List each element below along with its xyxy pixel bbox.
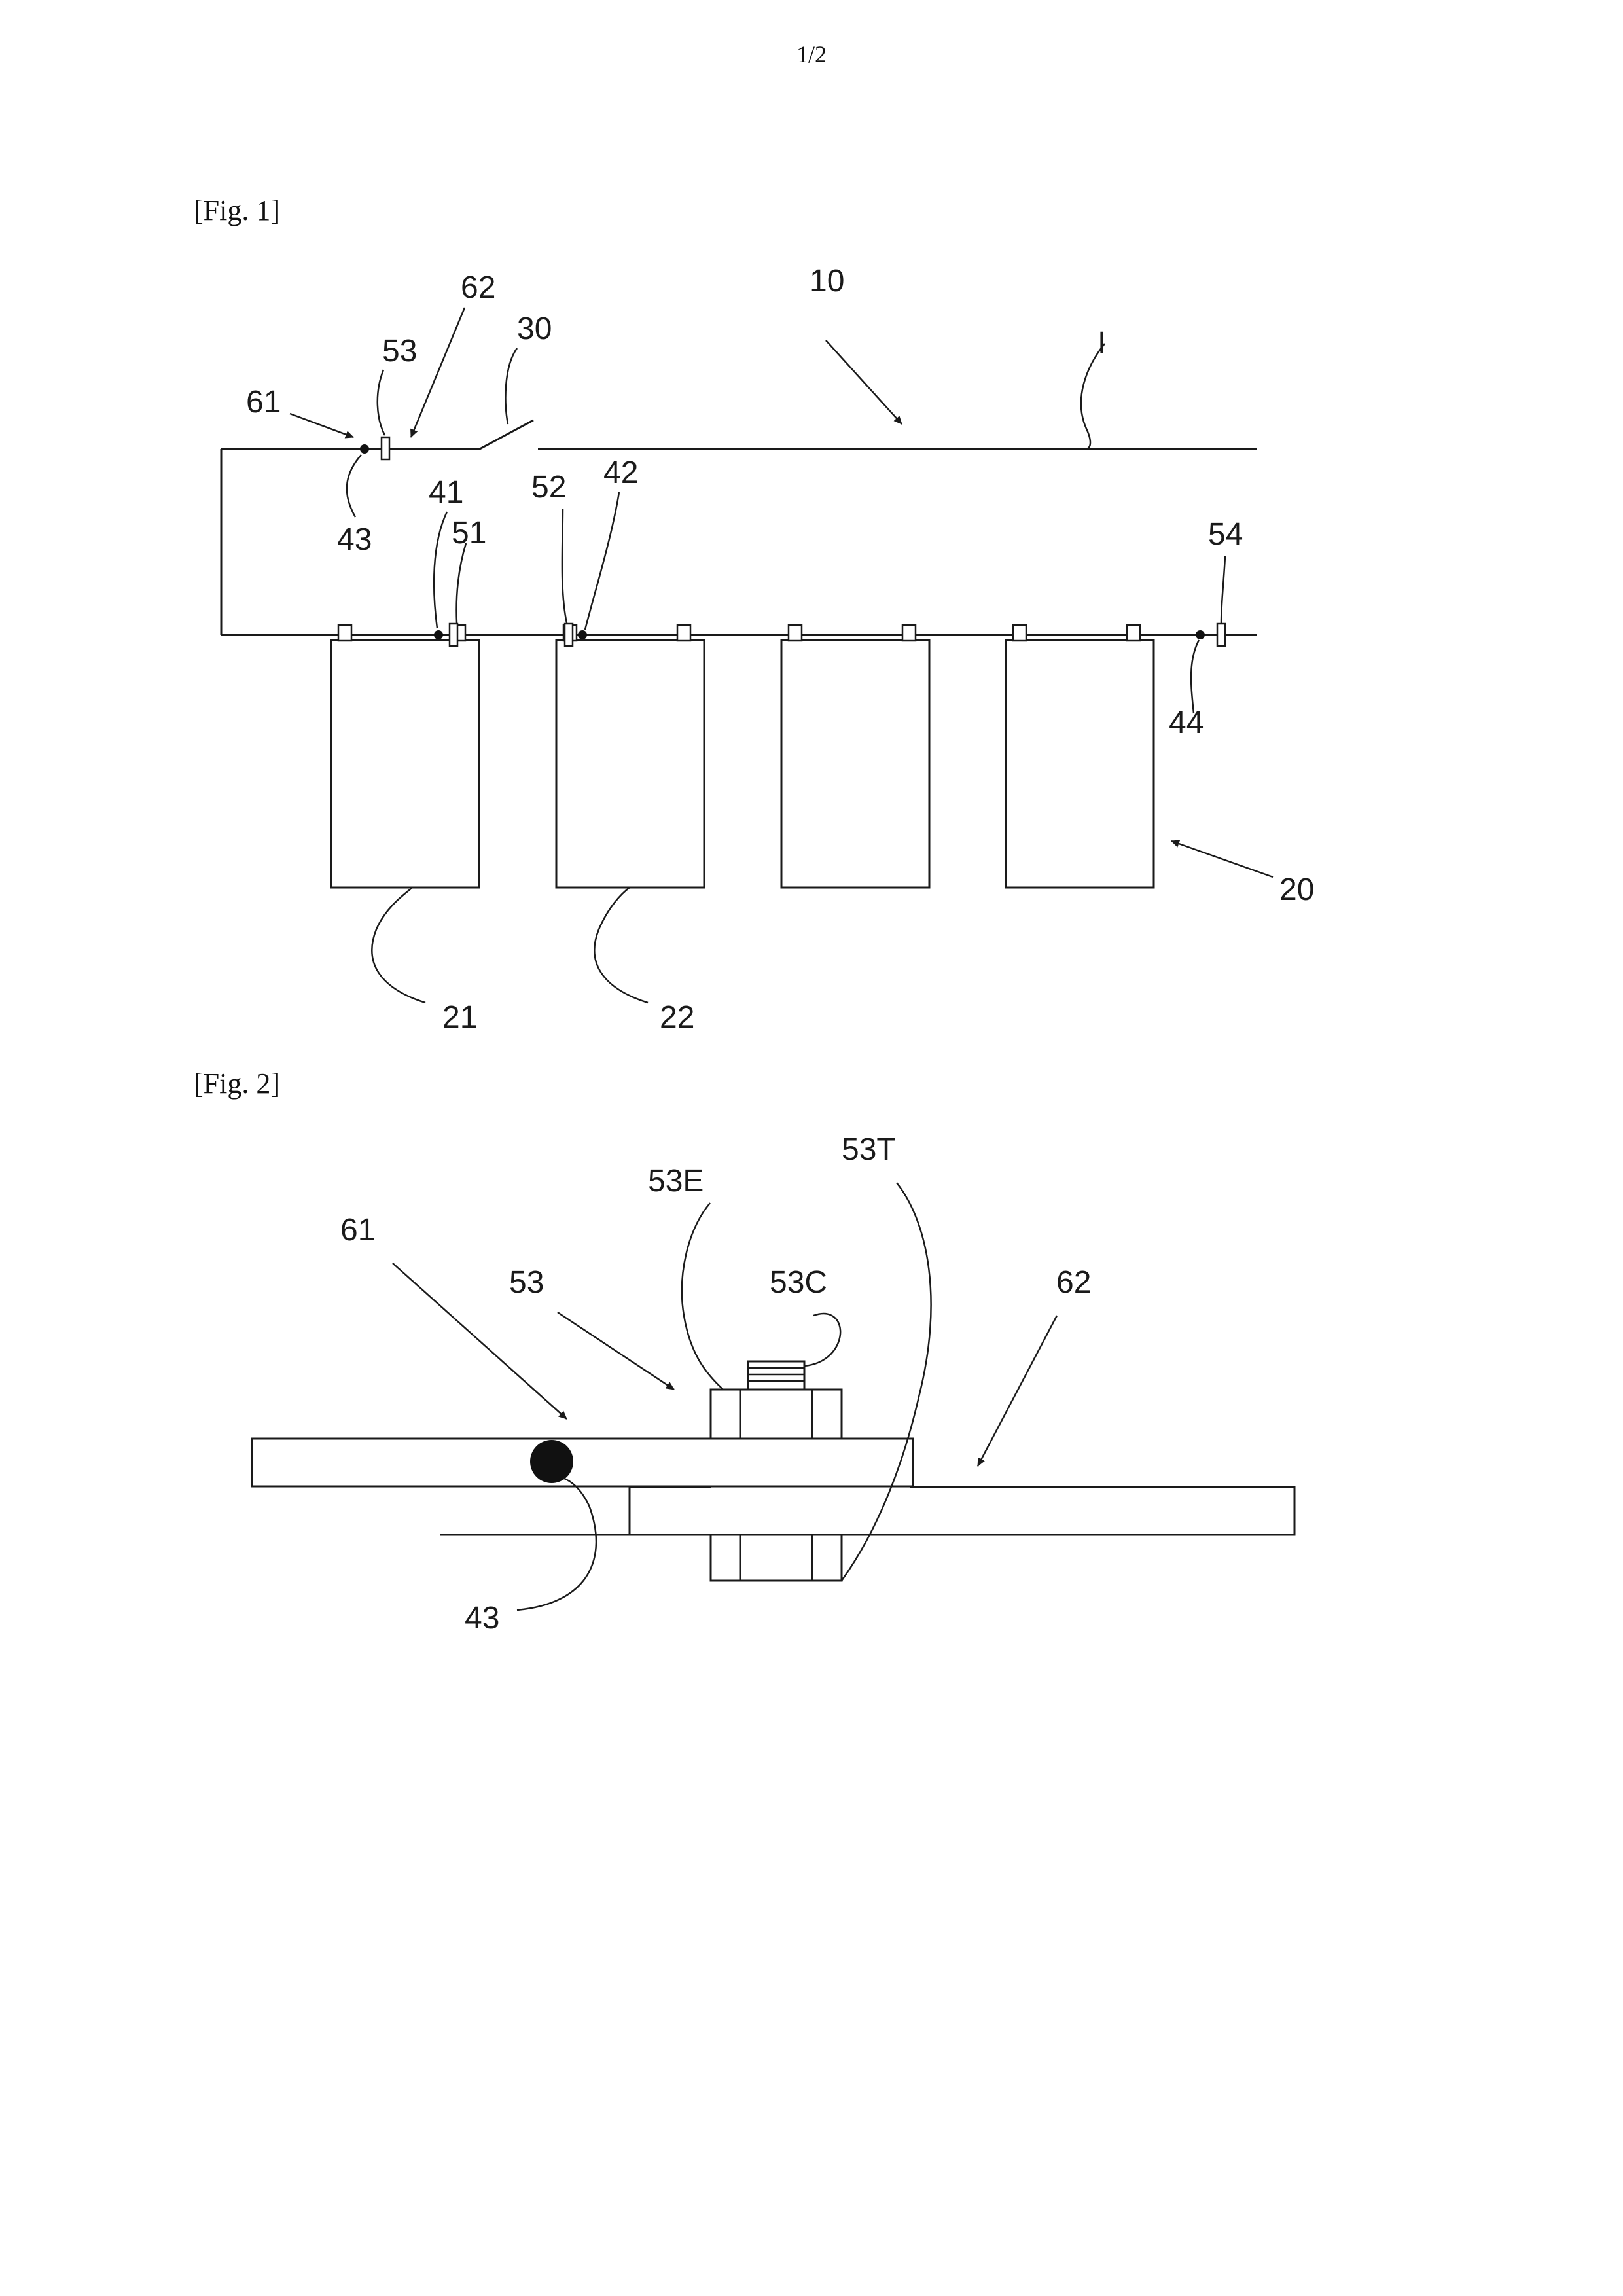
busbar-62	[440, 1487, 1294, 1535]
label-43: 43	[337, 522, 372, 557]
label-61: 61	[246, 385, 281, 420]
cell-module-4	[1006, 625, 1154, 888]
label-30: 30	[517, 312, 552, 346]
label-53T: 53T	[842, 1132, 896, 1167]
terminal-54	[1217, 624, 1225, 646]
label-62: 62	[461, 270, 495, 305]
label-61: 61	[340, 1213, 375, 1247]
cell-module-22	[556, 625, 704, 888]
label-53: 53	[509, 1265, 544, 1300]
label-62: 62	[1056, 1265, 1091, 1300]
junction-43	[360, 444, 369, 454]
fig2-caption: [Fig. 2]	[194, 1067, 280, 1100]
label-10: 10	[810, 264, 844, 298]
label-21: 21	[442, 1000, 477, 1035]
label-20: 20	[1279, 872, 1314, 907]
cell-module-21	[331, 625, 479, 888]
label-53C: 53C	[770, 1265, 827, 1300]
label-42: 42	[603, 456, 638, 490]
label-53E: 53E	[648, 1164, 704, 1198]
junction-43	[530, 1440, 573, 1483]
bolt-cap-53C	[748, 1361, 804, 1390]
label-52: 52	[531, 470, 566, 505]
nut-53E	[711, 1390, 842, 1439]
junction-44	[1196, 630, 1205, 639]
label-41: 41	[429, 475, 463, 510]
fig2-leader-lines	[393, 1183, 1057, 1610]
label-53: 53	[382, 334, 417, 368]
switch-30	[480, 420, 533, 449]
junction-41	[434, 630, 443, 639]
label-44: 44	[1169, 706, 1204, 740]
terminal-52	[565, 624, 573, 646]
label-43: 43	[465, 1601, 499, 1636]
label-51: 51	[452, 516, 486, 550]
busbar-61	[252, 1439, 913, 1486]
junction-42	[578, 630, 587, 639]
nut-53T	[711, 1535, 842, 1581]
cell-module-3	[781, 625, 929, 888]
label-I: I	[1097, 326, 1106, 361]
terminal-51	[450, 624, 457, 646]
fig1-drawing: 10 I 30 62 53 61 43 41 51 52 42 54 44 20…	[0, 0, 1623, 1060]
label-54: 54	[1208, 517, 1243, 552]
label-22: 22	[660, 1000, 694, 1035]
upper-line	[221, 420, 1257, 449]
terminal-53	[382, 437, 389, 459]
